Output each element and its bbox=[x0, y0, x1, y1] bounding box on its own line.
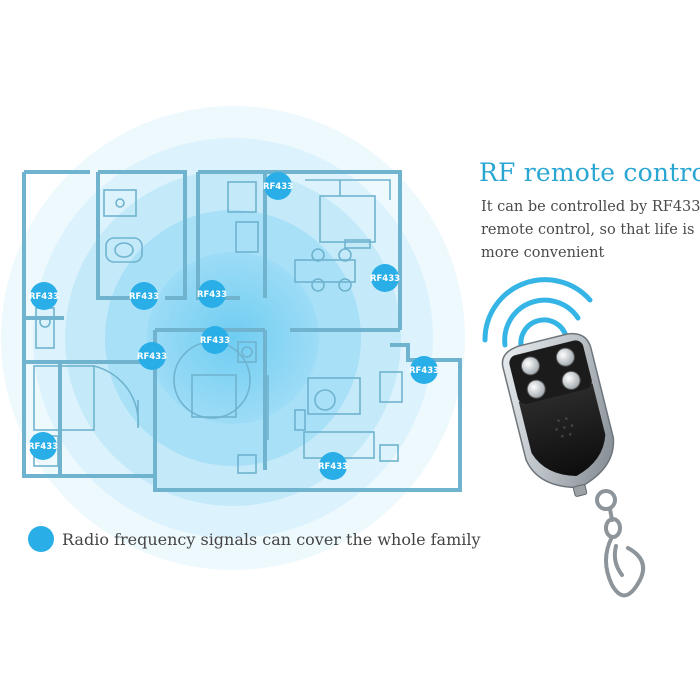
signal-coverage-rings bbox=[1, 106, 465, 570]
caption: Radio frequency signals can cover the wh… bbox=[28, 524, 481, 554]
svg-text:RF433: RF433 bbox=[370, 274, 400, 284]
rf433-badge: RF433 bbox=[29, 282, 59, 310]
svg-text:RF433: RF433 bbox=[197, 290, 227, 300]
rf433-badge: RF433 bbox=[370, 264, 400, 292]
page-title: RF remote control bbox=[479, 158, 700, 187]
rf433-badge: RF433 bbox=[137, 342, 167, 370]
remote-control-icon bbox=[501, 332, 615, 497]
rf433-badges: RF433 RF433 RF433 RF433 RF433 RF433 RF43… bbox=[28, 172, 439, 480]
svg-text:RF433: RF433 bbox=[29, 292, 59, 302]
description-line-2: remote control, so that life is bbox=[481, 222, 695, 238]
description-text: It can be controlled by RF433 remote con… bbox=[481, 196, 700, 265]
floor-plan-furniture bbox=[33, 179, 403, 474]
rf433-badge: RF433 bbox=[318, 452, 348, 480]
rf433-badge: RF433 bbox=[409, 356, 439, 384]
caption-text: Radio frequency signals can cover the wh… bbox=[62, 529, 481, 549]
rf433-badge: RF433 bbox=[200, 326, 230, 354]
keyring-icon bbox=[595, 489, 645, 598]
svg-text:RF433: RF433 bbox=[28, 442, 58, 452]
bullet-dot-icon bbox=[28, 526, 54, 552]
rf433-badge: RF433 bbox=[263, 172, 293, 200]
signal-wave-icon bbox=[482, 277, 593, 353]
description-line-3: more convenient bbox=[481, 245, 605, 261]
description-line-1: It can be controlled by RF433 bbox=[481, 199, 700, 215]
rf433-badge: RF433 bbox=[129, 282, 159, 310]
svg-text:RF433: RF433 bbox=[409, 366, 439, 376]
svg-text:RF433: RF433 bbox=[263, 182, 293, 192]
svg-text:RF433: RF433 bbox=[200, 336, 230, 346]
rf433-badge: RF433 bbox=[28, 432, 58, 460]
svg-text:RF433: RF433 bbox=[318, 462, 348, 472]
rf433-badge: RF433 bbox=[197, 280, 227, 308]
svg-text:RF433: RF433 bbox=[137, 352, 167, 362]
svg-text:RF433: RF433 bbox=[129, 292, 159, 302]
